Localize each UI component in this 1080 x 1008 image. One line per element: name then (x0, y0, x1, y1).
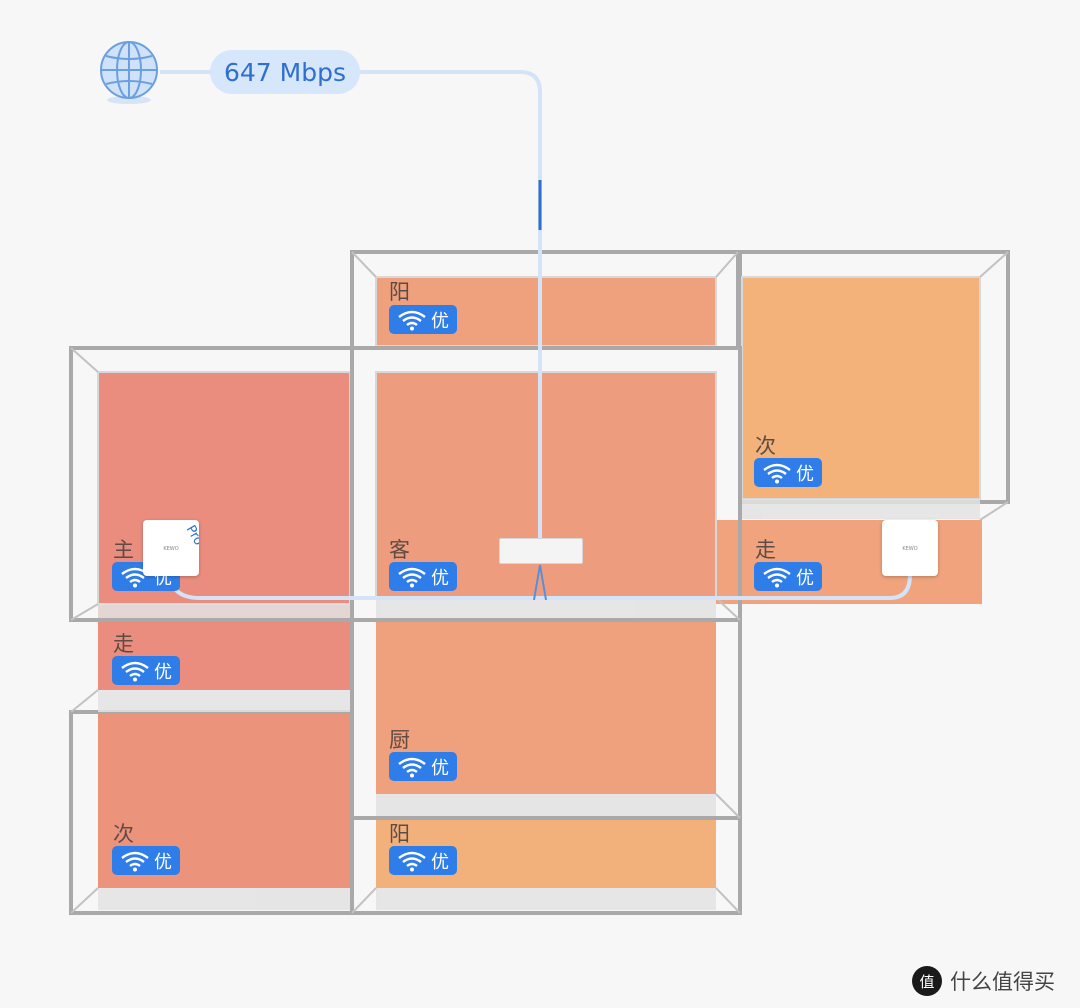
signal-badge: 优 (389, 846, 457, 875)
wifi-icon (763, 567, 791, 587)
router-icon[interactable] (499, 538, 583, 564)
pro-tag-text: Pro (183, 522, 199, 549)
globe-icon[interactable] (98, 40, 160, 106)
wall-bands (98, 499, 980, 910)
wall-corner-line (70, 603, 99, 621)
mesh-node-pro[interactable]: Pro KEWO (143, 520, 199, 576)
wifi-icon (398, 851, 426, 871)
signal-quality: 优 (796, 567, 814, 589)
signal-badge: 优 (754, 458, 822, 487)
watermark-text: 什么值得买 (950, 970, 1055, 994)
signal-badge: 优 (389, 305, 457, 334)
watermark-icon: 值 (912, 966, 942, 996)
wall-corner-line (70, 689, 99, 713)
wifi-icon (398, 567, 426, 587)
wan-link (160, 70, 542, 540)
wifi-icon (763, 463, 791, 483)
wall-corner-line (70, 347, 99, 373)
internet-speed-badge[interactable]: 647 Mbps (210, 50, 360, 94)
signal-quality: 优 (154, 851, 172, 873)
router-antenna-link (533, 564, 547, 601)
wall-band (376, 598, 716, 618)
wall-corner-line (715, 887, 741, 914)
signal-badge: 优 (754, 562, 822, 591)
signal-quality: 优 (796, 463, 814, 485)
wall-corner-line (715, 251, 739, 278)
heat-zone (98, 372, 350, 690)
wall-corner-line (715, 597, 741, 621)
node-brand: KEWO (163, 546, 179, 552)
signal-quality: 优 (431, 757, 449, 779)
signal-badge: 优 (112, 656, 180, 685)
signal-badge: 优 (389, 562, 457, 591)
wifi-icon (121, 851, 149, 871)
wall-band (98, 690, 350, 712)
wall-corner-line (70, 887, 99, 914)
wall-band (742, 499, 980, 519)
signal-quality: 优 (431, 310, 449, 332)
wifi-icon (398, 310, 426, 330)
signal-quality: 优 (431, 567, 449, 589)
signal-badge: 优 (389, 752, 457, 781)
wall-band (98, 604, 350, 618)
wall-band (376, 794, 716, 816)
wifi-icon (121, 661, 149, 681)
signal-badge: 优 (112, 846, 180, 875)
walls-layer (69, 250, 1010, 915)
signal-quality: 优 (431, 851, 449, 873)
node-brand: KEWO (902, 546, 918, 552)
wall-corner-line (979, 251, 1009, 278)
wall-band (98, 888, 350, 910)
signal-quality: 优 (154, 661, 172, 683)
perspective-lines (70, 251, 1009, 914)
wall-band (376, 888, 716, 910)
wifi-icon (398, 757, 426, 777)
wall-corner-line (351, 251, 377, 278)
wall-corner-line (979, 501, 1009, 521)
wall-corner-line (715, 793, 741, 819)
watermark: 值 什么值得买 (912, 966, 1055, 996)
wall-corner-line (351, 887, 377, 914)
mesh-node[interactable]: KEWO (882, 520, 938, 576)
